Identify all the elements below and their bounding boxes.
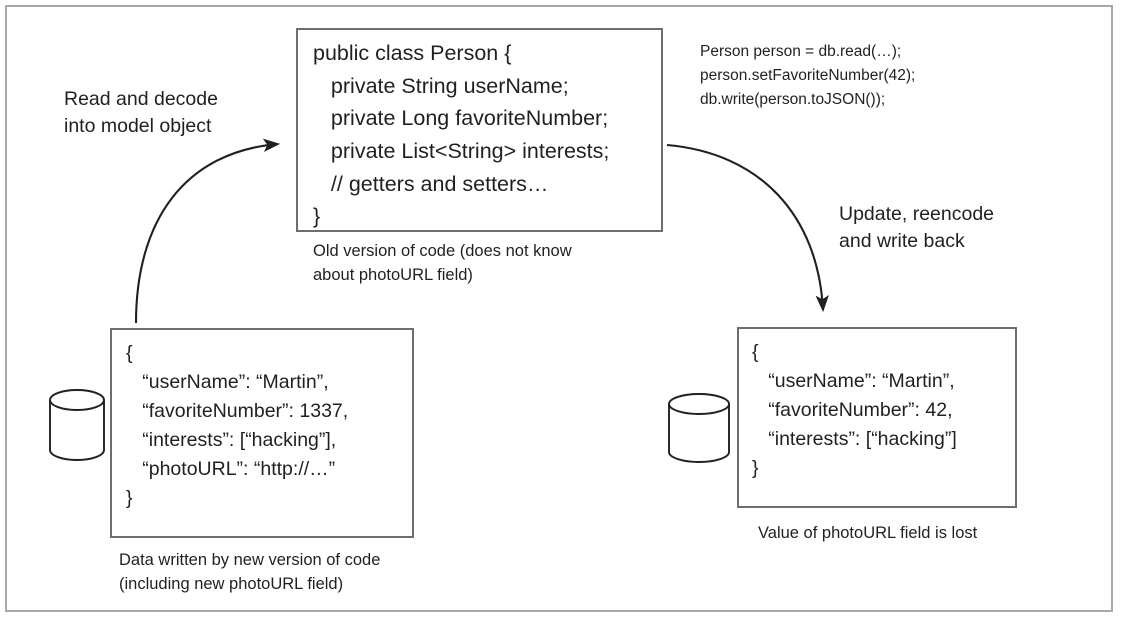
code-box-caption: Old version of code (does not know about… [313, 242, 572, 284]
rewritten-record-box [737, 327, 1017, 508]
read-arrow-label: Read and decode into model object [64, 88, 218, 137]
database-cylinder-target-label: DB [687, 417, 711, 436]
stored-record-box [110, 328, 414, 538]
rewritten-record-text: { “userName”: “Martin”, “favoriteNumber”… [752, 341, 957, 480]
stored-record-text: { “userName”: “Martin”, “favoriteNumber”… [126, 342, 349, 510]
stored-record-caption: Data written by new version of code (inc… [119, 551, 381, 593]
application-code-snippet-text: Person person = db.read(…); person.setFa… [700, 43, 916, 109]
write-arrow-label: Update, reencode and write back [839, 203, 995, 252]
person-class-code-box [296, 28, 663, 232]
rewritten-record-caption: Value of photoURL field is lost [758, 524, 978, 542]
person-class-code-text: public class Person { private String use… [313, 41, 610, 229]
database-cylinder-source-label: DB [65, 415, 89, 434]
